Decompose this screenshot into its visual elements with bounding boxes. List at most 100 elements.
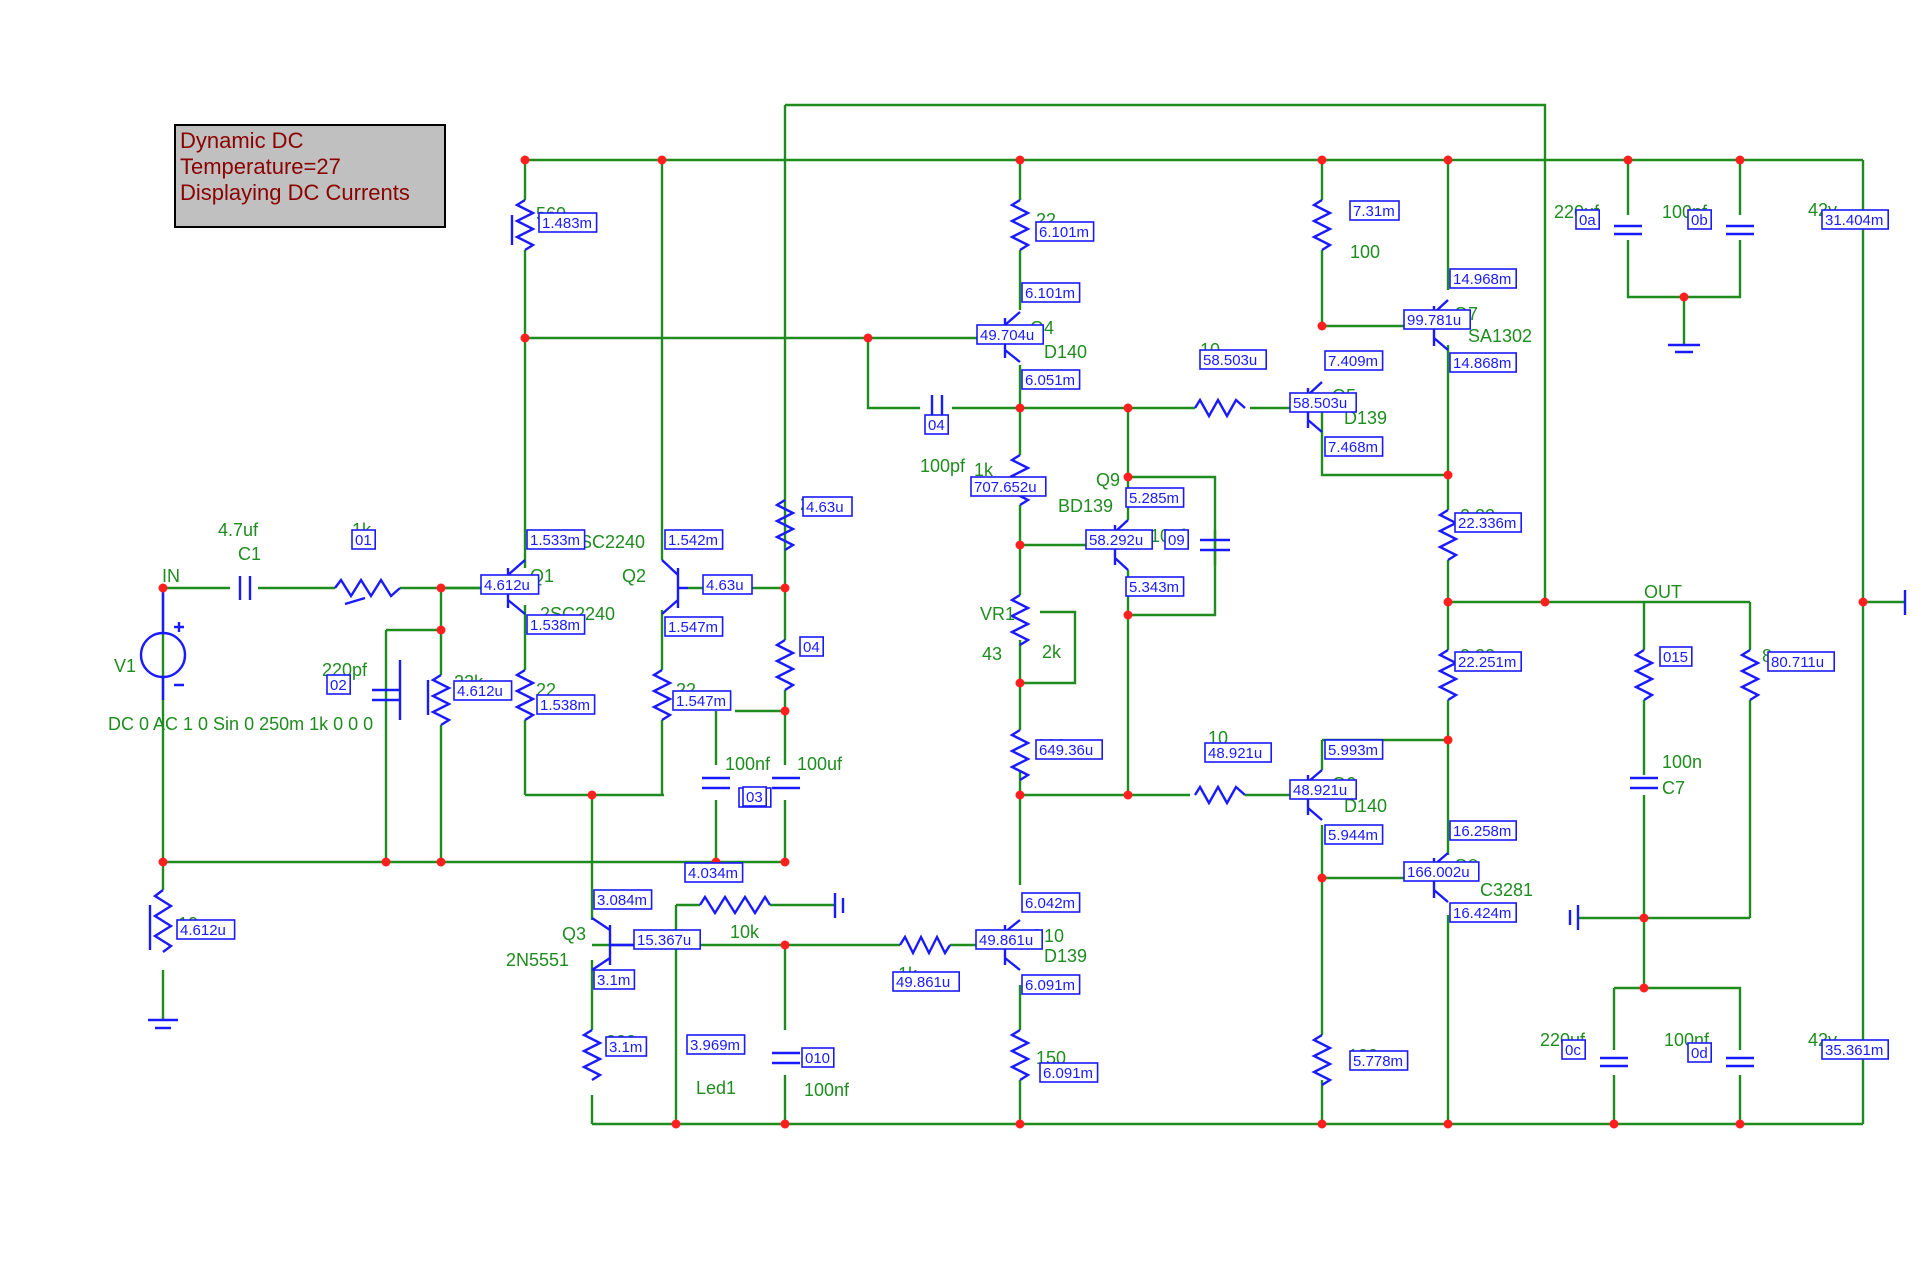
current-readout-value: 7.31m [1353,203,1395,220]
ground-resistor[interactable] [152,889,174,953]
supply-cap-100nf-top[interactable] [1726,224,1754,236]
current-readout-frame [664,529,724,550]
current-readout-frame [1035,221,1095,242]
c1-capacitor[interactable] [238,576,252,600]
current-readout: 7.468m [1324,436,1384,457]
current-readout-frame [1403,861,1480,882]
simulation-status-box: Dynamic DC Temperature=27 Displaying DC … [174,124,446,228]
current-readout-value: 99.781u [1407,312,1461,329]
current-readout-value: 14.968m [1453,271,1511,288]
current-readout-frame [672,690,732,711]
current-readout-value: 48.921u [1293,782,1347,799]
current-readout: 03 [742,786,768,807]
q2-transistor[interactable] [661,559,688,615]
emitter-resistor-bottom[interactable] [1437,648,1459,702]
supply-cap-220uf-top[interactable] [1614,224,1642,236]
current-readout: 14.868m [1449,352,1517,373]
current-readout: 6.091m [1039,1062,1099,1083]
q2-emitter-resistor[interactable] [651,668,673,722]
vr1-potentiometer[interactable] [1009,593,1031,647]
current-readout-value: 166.002u [1407,864,1470,881]
current-readout-frame [1125,487,1185,508]
current-readout: 48.921u [1204,742,1272,763]
bias-capacitor-10uf[interactable] [1200,538,1230,552]
current-readout-value: 7.468m [1328,439,1378,456]
current-readout: 015 [1659,646,1693,667]
q8-bias-resistor[interactable] [1311,1033,1333,1087]
current-readout-frame [664,616,724,637]
current-readout: 1.533m [526,529,586,550]
label-led1: Led1 [696,1078,736,1098]
current-readout-value: 48.921u [1208,745,1262,762]
current-readout: 31.404m [1821,209,1889,230]
q6-base-resistor[interactable] [1193,784,1246,806]
current-readout: 99.781u [1403,309,1471,330]
current-readout-frame [536,694,596,715]
resistor-560[interactable] [514,198,536,252]
label-c7-value: 100n [1662,752,1702,772]
current-readout-frame [1349,1050,1409,1071]
input-resistor[interactable] [334,577,401,599]
q7-bias-resistor[interactable] [1311,198,1333,252]
feedback-capacitor-100uf[interactable] [772,776,800,790]
filter-capacitor[interactable] [372,688,400,702]
current-readout: 58.292u [1085,529,1153,550]
current-readout-frame [605,1036,648,1057]
analysis-mode-text: Dynamic DC [180,128,304,153]
feedback-resistor-1k[interactable] [774,638,796,692]
current-readout-value: 5.778m [1353,1053,1403,1070]
bias-resistor-10k[interactable] [698,894,772,916]
c7-capacitor[interactable] [1630,776,1658,790]
current-readout: 1.538m [526,614,586,635]
component-labels: 560 4.7uf C1 1k IN V1 DC 0 AC 1 0 Sin 0 … [108,200,1837,1100]
input-bias-resistor[interactable] [430,673,452,727]
current-readout: 01 [351,529,377,550]
current-readout-value: 649.36u [1039,742,1093,759]
emitter-resistor-top[interactable] [1437,508,1459,562]
current-readout: 4.612u [453,680,513,701]
current-readout-frame [1289,392,1357,413]
q3-emitter-resistor[interactable] [581,1028,603,1082]
label-load-res: 8 [1762,646,1772,666]
q4-emitter-resistor[interactable] [1009,198,1031,252]
feedback-capacitor-100nf[interactable] [702,776,730,790]
current-readout-value: 0b [1691,212,1708,229]
junction-dots [158,155,1868,1129]
display-mode-text: Displaying DC Currents [180,180,410,205]
current-readout-frame [538,212,598,233]
q5-base-resistor[interactable] [1193,397,1246,419]
current-readout: 6.051m [1021,369,1081,390]
led-capacitor[interactable] [772,1051,800,1065]
current-readout-frame [1324,739,1384,760]
current-readout: 1.547m [664,616,724,637]
current-readout-value: 0c [1565,1042,1581,1059]
current-readout-value: 5.343m [1129,579,1179,596]
current-readout-value: 4.034m [688,865,738,882]
supply-cap-100nf-bottom[interactable] [1726,1056,1754,1068]
current-readout-frame [1199,349,1267,370]
supply-cap-220uf-bottom[interactable] [1600,1056,1628,1068]
current-readout-value: 1.533m [530,532,580,549]
label-q3: Q3 [562,924,586,944]
zobel-resistor[interactable] [1633,648,1655,702]
label-q2: Q2 [622,566,646,586]
current-readout-value: 35.361m [1825,1042,1883,1059]
label-q9: Q9 [1096,470,1120,490]
current-readout-frame [351,529,377,550]
resistor-150[interactable] [1009,1028,1031,1082]
label-q7-bias-res: 100 [1350,242,1380,262]
label-in: IN [162,566,180,586]
current-readout-frame [684,862,744,883]
q1-emitter-resistor[interactable] [514,668,536,722]
q10-base-resistor[interactable] [898,934,952,956]
current-readout: 4.612u [176,919,236,940]
current-readout-value: 4.612u [180,922,226,939]
current-readout-frame [801,1047,835,1068]
resistor-220[interactable] [1009,728,1031,782]
load-resistor-8[interactable] [1739,648,1761,702]
current-readout-frame [1085,529,1153,550]
feedback-resistor-22k[interactable] [774,498,796,552]
current-readout-frame [1021,282,1081,303]
label-feedback-100uf: 100uf [797,754,843,774]
